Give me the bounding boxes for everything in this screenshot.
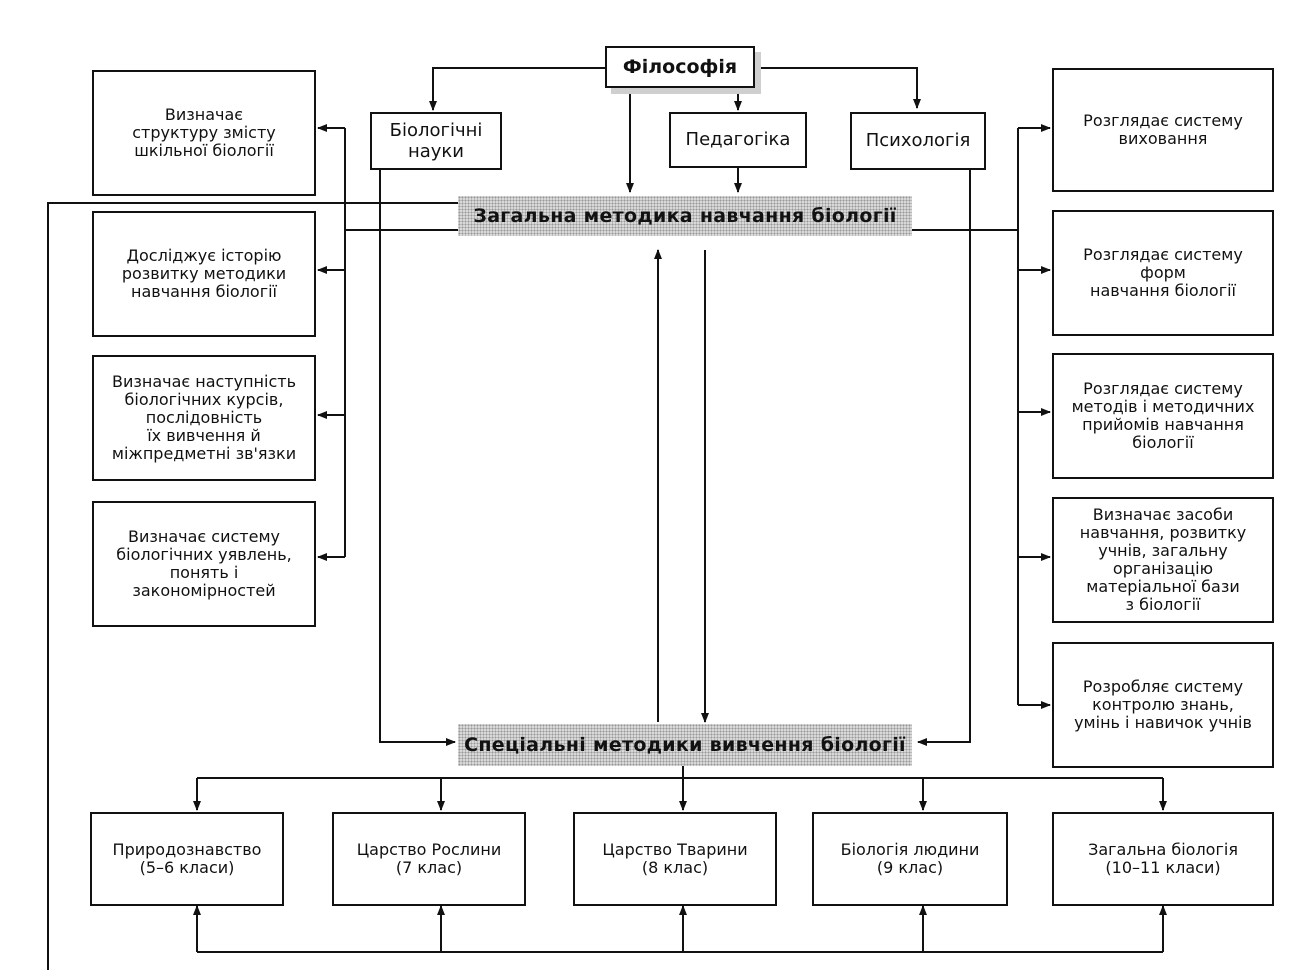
- biological-sciences-label: Біологічні науки: [389, 120, 483, 162]
- course-box: Царство Рослини (7 клас): [332, 812, 526, 906]
- special-methodologies-label: Спеціальні методики вивчення біології: [464, 734, 906, 756]
- philosophy-box: Філософія: [605, 46, 755, 88]
- special-methodologies-box: Спеціальні методики вивчення біології: [458, 724, 912, 766]
- course-label: Загальна біологія (10–11 класи): [1088, 840, 1238, 877]
- left-function-label: Визначає систему біологічних уявлень, по…: [116, 527, 292, 600]
- right-function-label: Розробляє систему контролю знань, умінь …: [1074, 677, 1252, 732]
- course-box: Загальна біологія (10–11 класи): [1052, 812, 1274, 906]
- course-label: Біологія людини (9 клас): [840, 840, 980, 877]
- left-function-box: Досліджує історію розвитку методики навч…: [92, 211, 316, 337]
- right-function-label: Визначає засоби навчання, розвитку учнів…: [1079, 505, 1247, 614]
- course-label: Природознавство (5–6 класи): [112, 840, 262, 877]
- right-function-box: Розглядає систему методів і методичних п…: [1052, 353, 1274, 479]
- left-function-box: Визначає наступність біологічних курсів,…: [92, 355, 316, 481]
- right-function-box: Розробляє систему контролю знань, умінь …: [1052, 642, 1274, 768]
- right-function-box: Розглядає систему виховання: [1052, 68, 1274, 192]
- left-function-box: Визначає структуру змісту шкільної біоло…: [92, 70, 316, 196]
- psychology-box: Психологія: [850, 112, 986, 170]
- philosophy-label: Філософія: [622, 56, 738, 78]
- pedagogy-box: Педагогіка: [669, 112, 807, 168]
- general-methodology-box: Загальна методика навчання біології: [458, 196, 912, 236]
- course-label: Царство Тварини (8 клас): [602, 840, 748, 877]
- left-function-label: Визначає наступність біологічних курсів,…: [111, 372, 297, 463]
- right-function-box: Визначає засоби навчання, розвитку учнів…: [1052, 497, 1274, 623]
- biological-sciences-box: Біологічні науки: [370, 112, 502, 170]
- psychology-label: Психологія: [865, 130, 971, 151]
- right-function-box: Розглядає систему форм навчання біології: [1052, 210, 1274, 336]
- course-box: Природознавство (5–6 класи): [90, 812, 284, 906]
- course-box: Біологія людини (9 клас): [812, 812, 1008, 906]
- right-function-label: Розглядає систему методів і методичних п…: [1071, 379, 1255, 452]
- left-function-box: Визначає систему біологічних уявлень, по…: [92, 501, 316, 627]
- right-function-label: Розглядає систему форм навчання біології: [1083, 245, 1243, 300]
- course-box: Царство Тварини (8 клас): [573, 812, 777, 906]
- right-function-label: Розглядає систему виховання: [1083, 111, 1243, 148]
- general-methodology-label: Загальна методика навчання біології: [473, 205, 897, 227]
- left-function-label: Досліджує історію розвитку методики навч…: [121, 246, 287, 301]
- course-label: Царство Рослини (7 клас): [356, 840, 502, 877]
- left-function-label: Визначає структуру змісту шкільної біоло…: [132, 105, 276, 160]
- pedagogy-label: Педагогіка: [685, 129, 791, 150]
